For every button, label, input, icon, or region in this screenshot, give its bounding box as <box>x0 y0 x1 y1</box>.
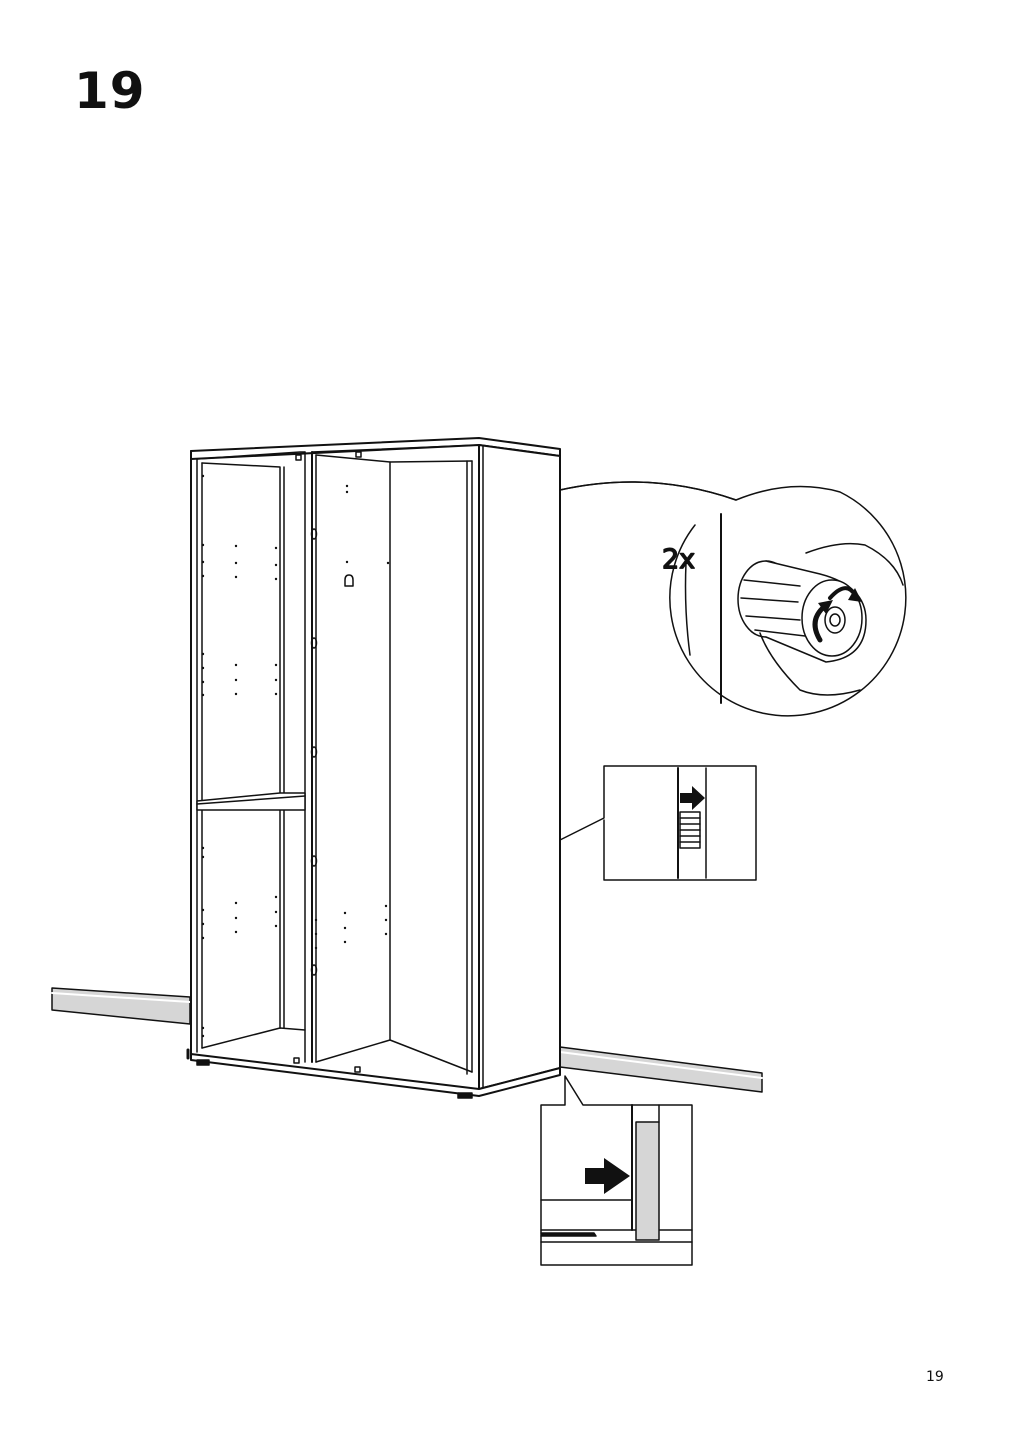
quantity-label: 2x <box>662 544 695 575</box>
adjustable-foot-icon <box>737 560 867 663</box>
cabinet <box>186 437 561 1099</box>
step-number: 19 <box>74 62 146 120</box>
push-arrow-icon <box>680 786 705 810</box>
shelf-pin-holes <box>201 474 390 1038</box>
detail-square-wall-gap <box>540 1075 693 1266</box>
wall-trim-left <box>51 987 191 1025</box>
detail-square-push <box>559 765 757 881</box>
push-arrow-icon <box>585 1158 630 1194</box>
hand-icon <box>759 542 904 696</box>
detail-circle-adjust-foot <box>559 481 907 717</box>
page-number: 19 <box>926 1369 944 1385</box>
wall-trim-right <box>559 1046 763 1093</box>
